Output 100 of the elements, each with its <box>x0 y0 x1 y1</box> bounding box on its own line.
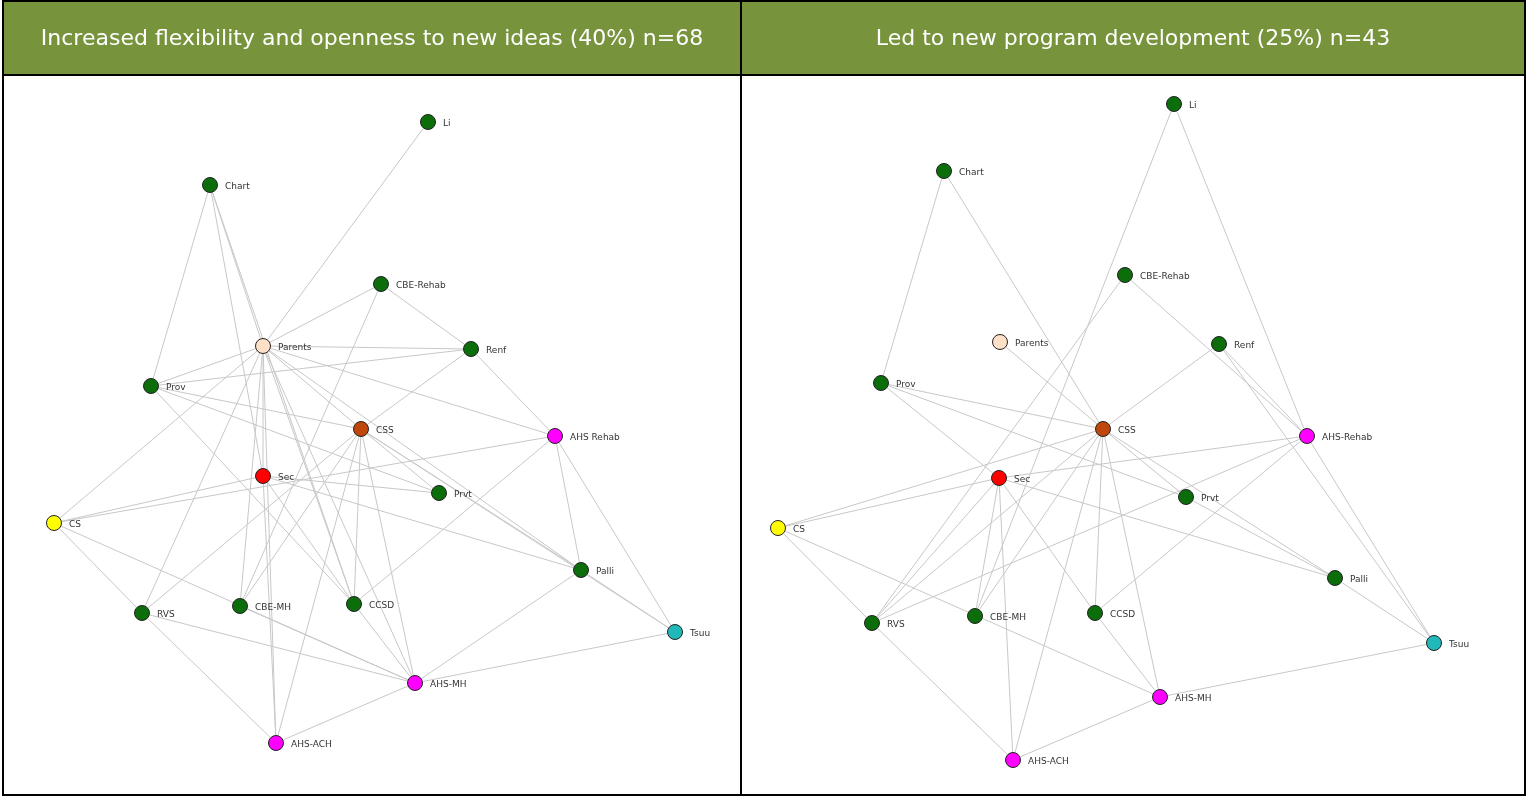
connector-line <box>558 442 672 626</box>
connector-line <box>1223 350 1430 637</box>
connector-line <box>979 435 1099 610</box>
connector-line <box>353 436 362 597</box>
connector-line <box>1014 436 1102 753</box>
connector-line <box>158 349 464 386</box>
connector-line <box>269 350 575 566</box>
connector-line <box>144 352 261 607</box>
connector-line <box>212 192 261 339</box>
node-label: Palli <box>596 566 615 576</box>
connector-line <box>270 345 464 350</box>
connector-line <box>785 430 1096 527</box>
node-label: Sec <box>1014 474 1031 484</box>
connector-line <box>265 353 352 597</box>
node-label: RVS <box>887 619 905 629</box>
connector-line <box>147 618 271 738</box>
node-label: Li <box>1189 100 1197 110</box>
node-label: AHS-Rehab <box>1322 432 1373 442</box>
node-label: Sec <box>278 472 295 482</box>
node-label: Palli <box>1350 574 1369 584</box>
connector-line <box>1192 500 1329 575</box>
connector-line <box>158 388 432 491</box>
connector-line <box>1104 436 1159 690</box>
connector-line <box>270 477 574 569</box>
connector-line <box>1109 432 1329 575</box>
node-label: CBE-MH <box>990 612 1026 622</box>
connector-line <box>1006 479 1328 577</box>
connector-line <box>240 353 263 599</box>
connector-line <box>358 609 411 678</box>
connector-line <box>888 385 1179 495</box>
node-label: AHS Rehab <box>570 432 620 442</box>
connector-line <box>61 436 548 523</box>
connector-line <box>270 347 548 435</box>
node-label: AHS-MH <box>430 679 467 689</box>
connector-line <box>359 440 550 600</box>
connector-line <box>1224 349 1302 431</box>
node-label: CSS <box>376 425 394 435</box>
connector-line <box>783 533 867 618</box>
connector-line <box>152 192 209 379</box>
connector-line <box>587 573 669 629</box>
connector-line <box>421 574 575 679</box>
connector-line <box>1176 110 1305 430</box>
connector-line <box>888 384 1096 428</box>
connector-line <box>210 192 263 469</box>
node-label: Tsuu <box>690 628 711 638</box>
connector-line <box>882 178 943 376</box>
connector-line <box>998 485 1014 753</box>
connector-line <box>362 436 414 676</box>
connector-line <box>1108 433 1181 493</box>
connector-line <box>1099 618 1156 692</box>
node-label: CBE-Rehab <box>396 280 446 290</box>
connector-line <box>1108 348 1214 425</box>
connector-line <box>1130 279 1302 432</box>
connector-line <box>158 348 256 384</box>
node-label: Prvt <box>1201 493 1219 503</box>
connector-line <box>1094 436 1104 606</box>
node-label: CCSD <box>369 600 395 610</box>
connector-line <box>947 177 1100 423</box>
connector-line <box>878 438 1301 621</box>
connector-line <box>876 483 995 618</box>
connector-line <box>366 353 466 425</box>
connector-line <box>282 685 409 741</box>
connector-line <box>1100 440 1302 609</box>
connector-line <box>265 352 413 677</box>
node-label: Prvt <box>454 489 472 499</box>
connector-line <box>158 387 354 428</box>
connector-line <box>1167 644 1427 696</box>
connector-line <box>262 483 277 736</box>
node-label: Parents <box>1015 338 1049 348</box>
connector-line <box>876 280 1121 618</box>
node-label: Renf <box>1234 340 1255 350</box>
connector-line <box>366 433 434 489</box>
panel-cell <box>740 0 1526 796</box>
connector-line <box>270 476 432 493</box>
node-label: Li <box>443 118 451 128</box>
connector-line <box>59 528 137 608</box>
node-label: Chart <box>959 167 984 177</box>
node-label: AHS-ACH <box>291 739 332 749</box>
node-label: CBE-MH <box>255 602 291 612</box>
connector-line <box>422 633 668 682</box>
node-label: Chart <box>225 181 250 191</box>
node-label: CCSD <box>1110 609 1136 619</box>
connector-line <box>1006 436 1300 478</box>
connector-line <box>1341 581 1428 640</box>
connector-line <box>975 485 999 609</box>
node-label: CS <box>69 519 81 529</box>
connector-line <box>556 443 580 563</box>
connector-line <box>1019 699 1154 758</box>
node-label: CSS <box>1118 425 1136 435</box>
header-band: Led to new program development (25%) n=43 <box>742 2 1524 76</box>
connector-line <box>246 608 409 681</box>
connector-line <box>977 110 1172 610</box>
node-label: AHS-MH <box>1175 693 1212 703</box>
panel-cell <box>2 0 742 796</box>
connector-line <box>267 127 424 341</box>
connector-line <box>387 288 465 345</box>
connector-line <box>886 387 994 474</box>
connector-line <box>1310 442 1431 637</box>
node-label: CS <box>793 524 805 534</box>
connector-line <box>877 433 1098 619</box>
